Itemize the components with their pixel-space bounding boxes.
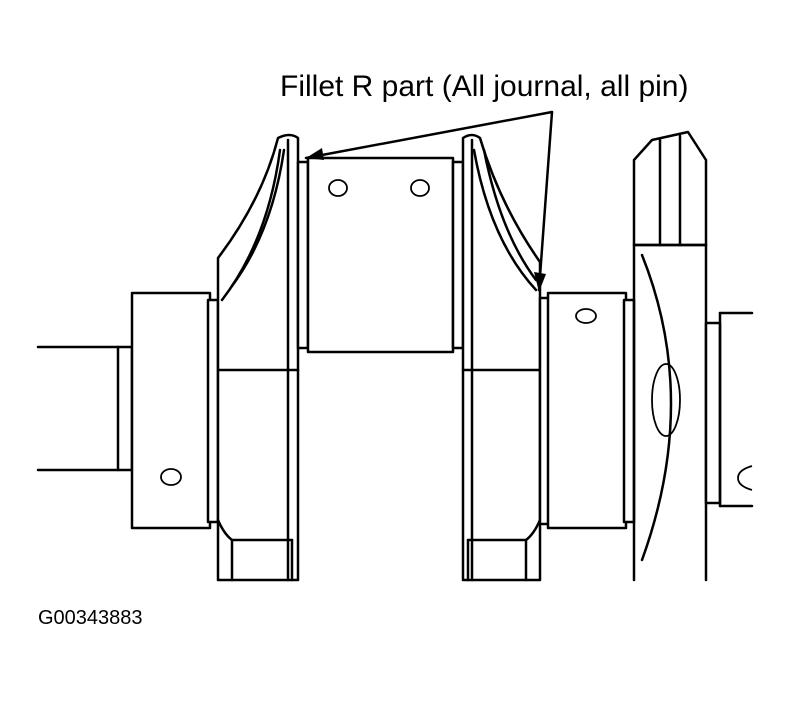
right-shaft-end — [704, 311, 754, 508]
left-crank-web — [216, 133, 300, 582]
callout-leaders — [304, 110, 554, 292]
arrowhead-left — [306, 148, 324, 160]
oil-hole — [737, 465, 753, 491]
lightening-hole — [651, 363, 681, 437]
figure-id: G00343883 — [38, 607, 143, 629]
counterweight — [632, 130, 708, 582]
oil-hole — [410, 179, 430, 197]
oil-hole — [575, 308, 597, 324]
crank-pin — [296, 156, 465, 354]
fillet-callout-label: Fillet R part (All journal, all pin) — [280, 70, 689, 103]
left-shaft-end — [36, 345, 134, 472]
left-main-journal — [130, 291, 220, 530]
arrowhead-right — [534, 272, 546, 292]
oil-hole — [328, 179, 348, 197]
right-crank-web — [461, 133, 542, 582]
oil-hole — [160, 468, 182, 486]
right-main-journal — [538, 291, 636, 530]
